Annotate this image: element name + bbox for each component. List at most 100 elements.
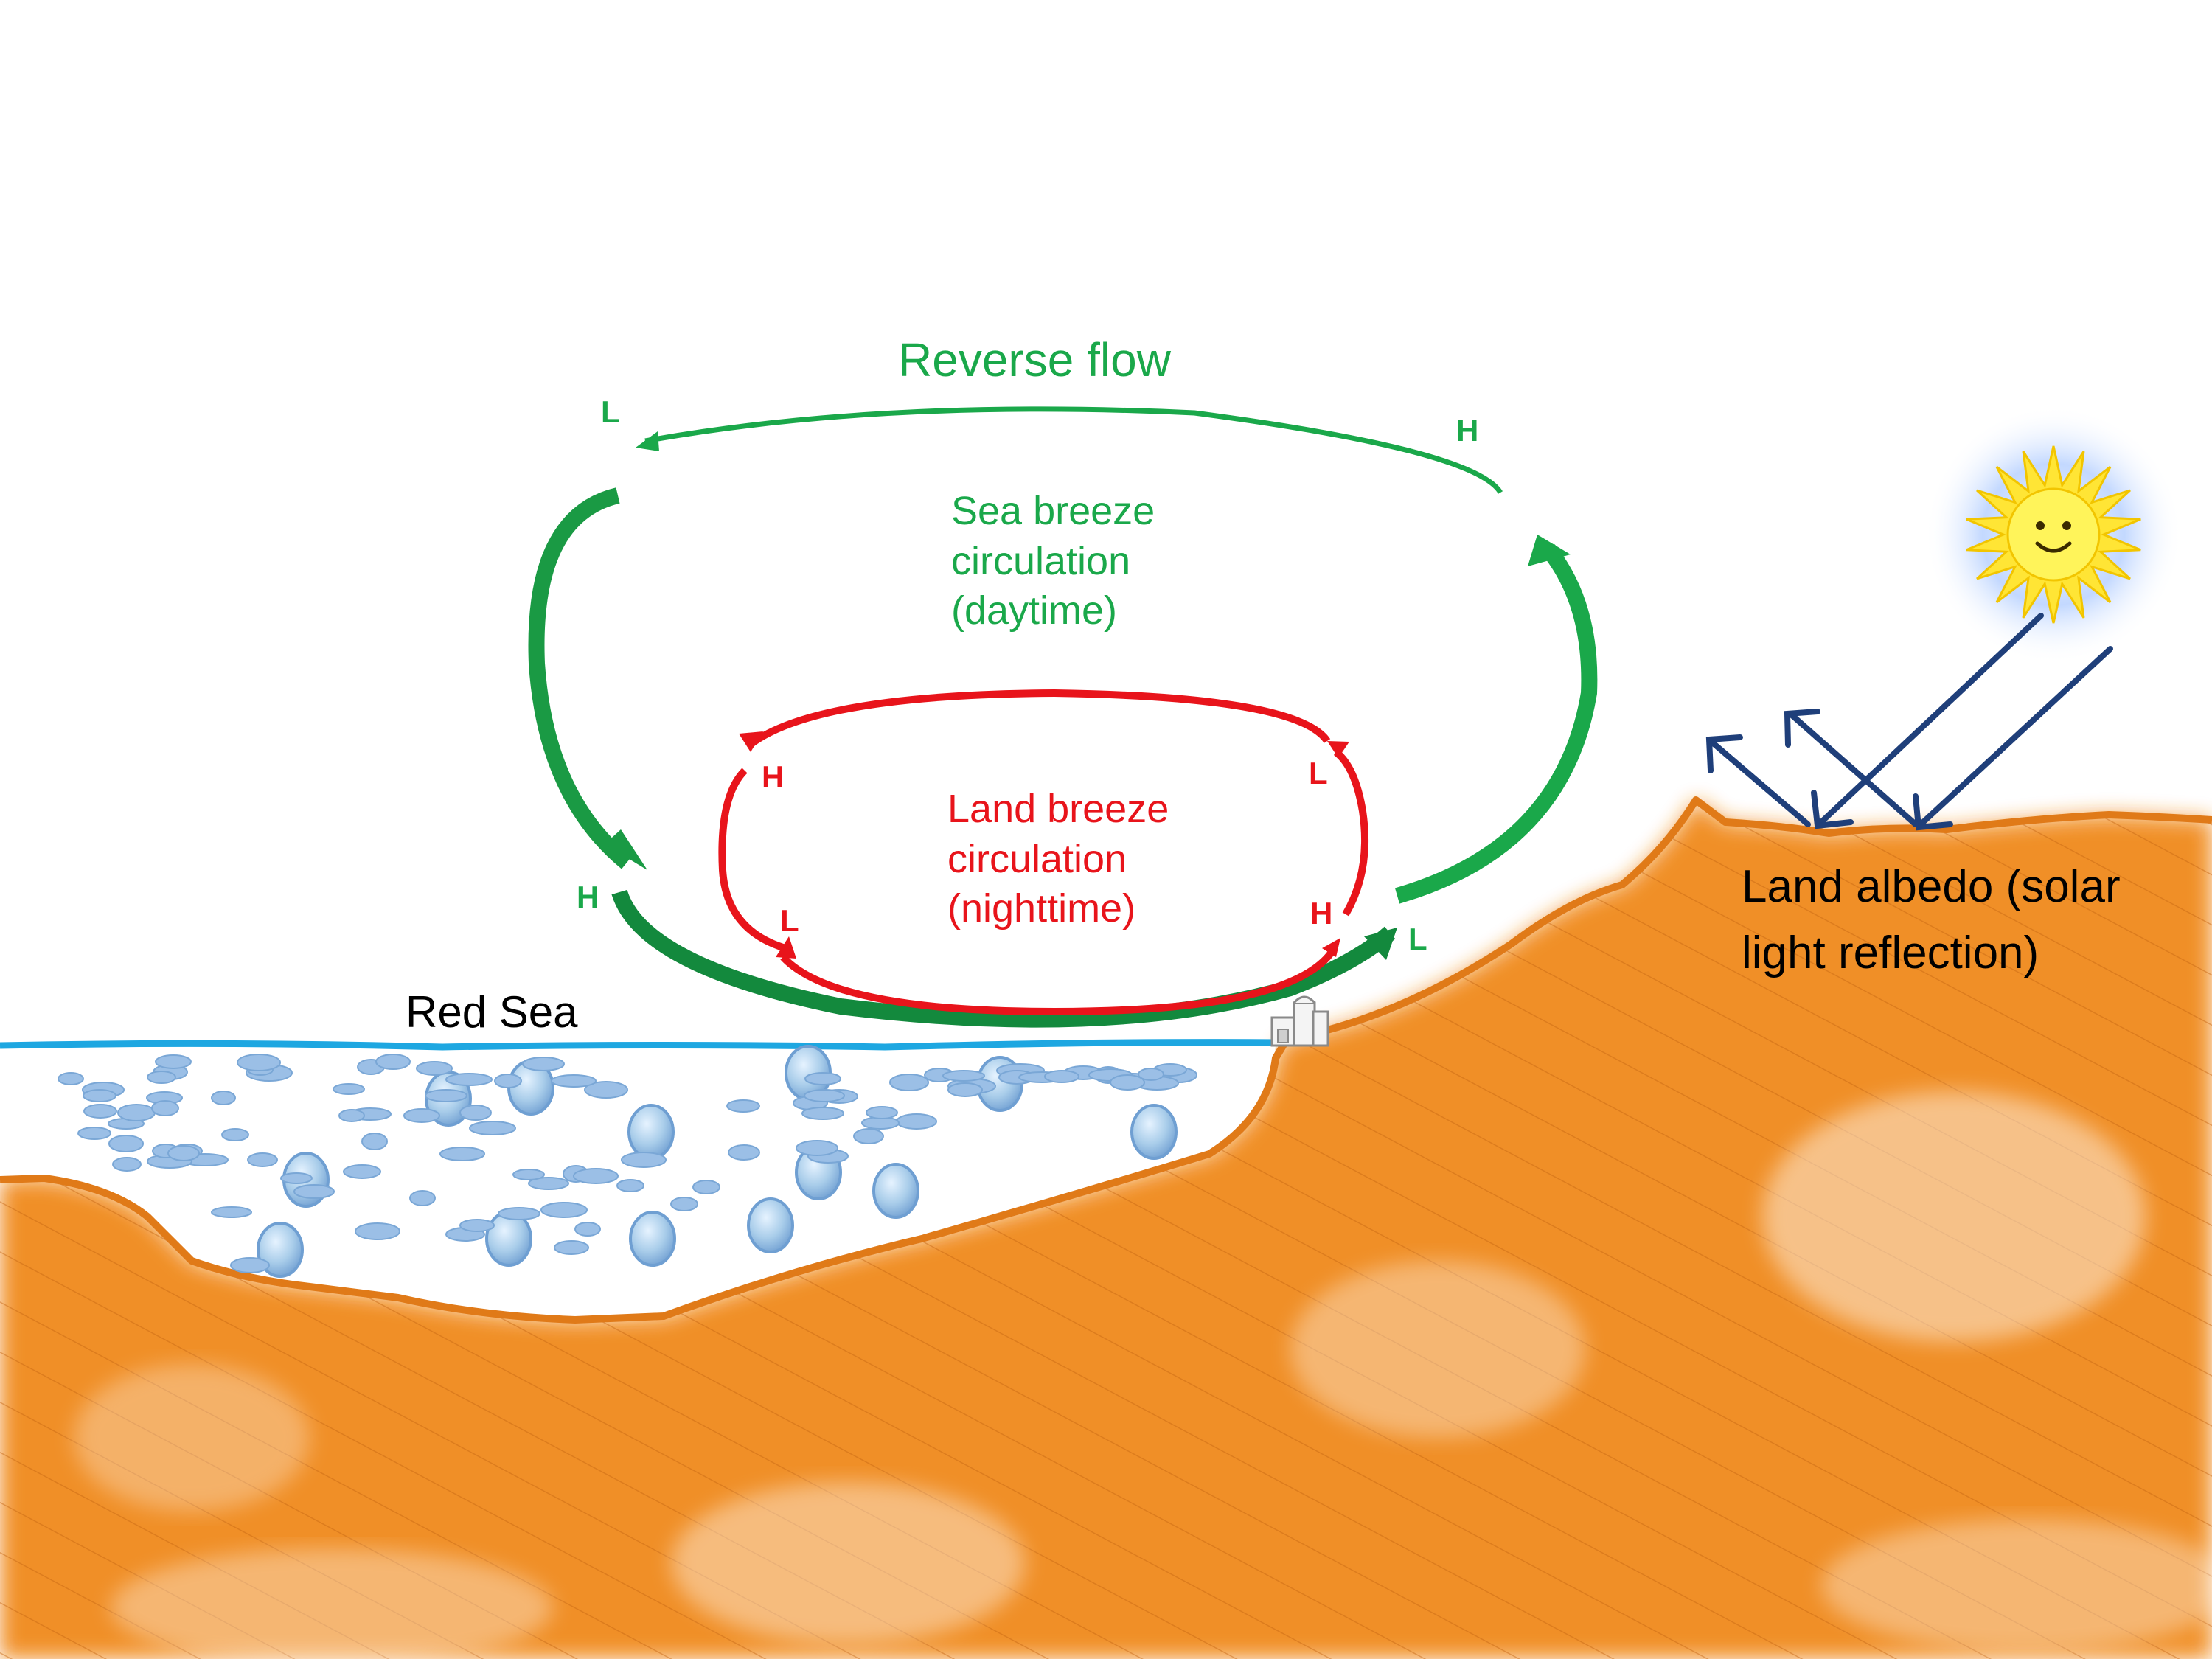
small-bubble [117,1104,156,1121]
small-bubble [494,1074,522,1088]
small-bubble [621,1152,667,1168]
small-bubble [403,1108,440,1123]
small-bubble [804,1072,841,1085]
land-breeze-low-top-right: L [1309,756,1328,790]
land-breeze-left-arrow [718,768,785,951]
sea-surface-line [0,1039,1284,1051]
small-bubble [866,1106,898,1119]
small-bubble [361,1133,388,1150]
small-bubble [237,1054,281,1071]
land-mass [0,800,2212,1659]
small-bubble [211,1091,236,1105]
sea-breeze-surface-arrow [611,889,1396,1028]
land-breeze-label: Land breeze circulation (nighttime) [947,787,1169,931]
large-bubble [629,1211,676,1267]
large-bubble [627,1104,675,1160]
small-bubble [221,1128,249,1141]
small-bubble [247,1152,278,1167]
smiling-sun-icon [1924,406,2183,664]
large-bubble [1130,1104,1178,1160]
red-sea-label: Red Sea [406,987,578,1037]
small-bubble [409,1190,436,1206]
land-breeze-low-bottom-left: L [780,903,799,938]
small-bubble [616,1179,644,1192]
sea-bubbles [58,1045,1197,1278]
sea-breeze-high-top-right: H [1456,413,1479,448]
small-bubble [889,1074,929,1091]
large-bubble [872,1163,919,1219]
small-bubble [459,1105,492,1121]
solar-ray-arrows [1705,613,2113,831]
small-bubble [416,1061,453,1076]
land-breeze-upper-arrow [750,689,1331,747]
small-bubble [83,1089,116,1102]
sea-breeze-label: Sea breeze circulation (daytime) [951,489,1155,633]
small-bubble [1138,1068,1164,1081]
small-bubble [692,1180,720,1194]
small-bubble [554,1240,589,1255]
small-bubble [439,1147,485,1161]
sea-breeze-ascent-arrow [1394,544,1598,904]
small-bubble [804,1089,845,1102]
small-bubble [58,1072,84,1085]
small-bubble [896,1113,937,1130]
coastal-building-icon [1270,995,1329,1047]
small-bubble [355,1222,400,1240]
small-bubble [584,1081,628,1099]
small-bubble [942,1070,985,1082]
small-bubble [147,1071,176,1084]
sea-breeze-descent-arrow [528,487,632,869]
sea-breeze-circulation [528,406,1598,1028]
small-bubble [512,1169,545,1180]
small-bubble [573,1168,619,1184]
small-bubble [726,1099,760,1113]
small-bubble [1044,1070,1079,1083]
small-bubble [155,1054,192,1069]
small-bubble [469,1121,516,1135]
small-bubble [167,1145,200,1161]
small-bubble [445,1073,493,1086]
reverse-flow-arrow [644,406,1503,494]
small-bubble [574,1222,601,1237]
small-bubble [230,1257,270,1273]
land-breeze-right-arrow [1333,749,1369,917]
small-bubble [551,1074,597,1088]
small-bubble [947,1082,983,1097]
land-breeze-high-bottom-right: H [1310,896,1333,931]
small-bubble [425,1089,467,1102]
small-bubble [670,1197,698,1211]
land-albedo-label: Land albedo (solar light reflection) [1742,861,2121,978]
land-breeze-lower-arrow [780,945,1338,1016]
small-bubble [338,1109,365,1122]
reverse-flow-label: Reverse flow [898,333,1171,386]
small-bubble [112,1157,142,1172]
small-bubble [83,1104,117,1119]
sea-breeze-low-bottom-right: L [1408,922,1427,956]
small-bubble [108,1135,144,1152]
small-bubble [498,1207,540,1220]
small-bubble [796,1140,838,1156]
small-bubble [375,1054,411,1070]
sea-breeze-high-bottom-left: H [577,880,599,914]
land-breeze-circulation [718,689,1369,1016]
small-bubble [528,1177,569,1190]
sea-breeze-low-top-left: L [601,394,620,429]
small-bubble [211,1206,252,1218]
small-bubble [540,1202,588,1218]
small-bubble [801,1107,844,1120]
small-bubble [293,1184,335,1199]
small-bubble [343,1164,381,1179]
large-bubble [747,1197,794,1253]
small-bubble [853,1128,884,1144]
small-bubble [522,1057,565,1071]
small-bubble [77,1127,111,1140]
small-bubble [333,1083,365,1095]
small-bubble [1110,1074,1145,1091]
small-bubble [280,1172,313,1184]
land-outline [0,796,2212,1324]
small-bubble [459,1219,495,1232]
small-bubble [728,1144,760,1161]
large-bubble [485,1211,532,1267]
land-breeze-high-top-left: H [762,759,785,794]
